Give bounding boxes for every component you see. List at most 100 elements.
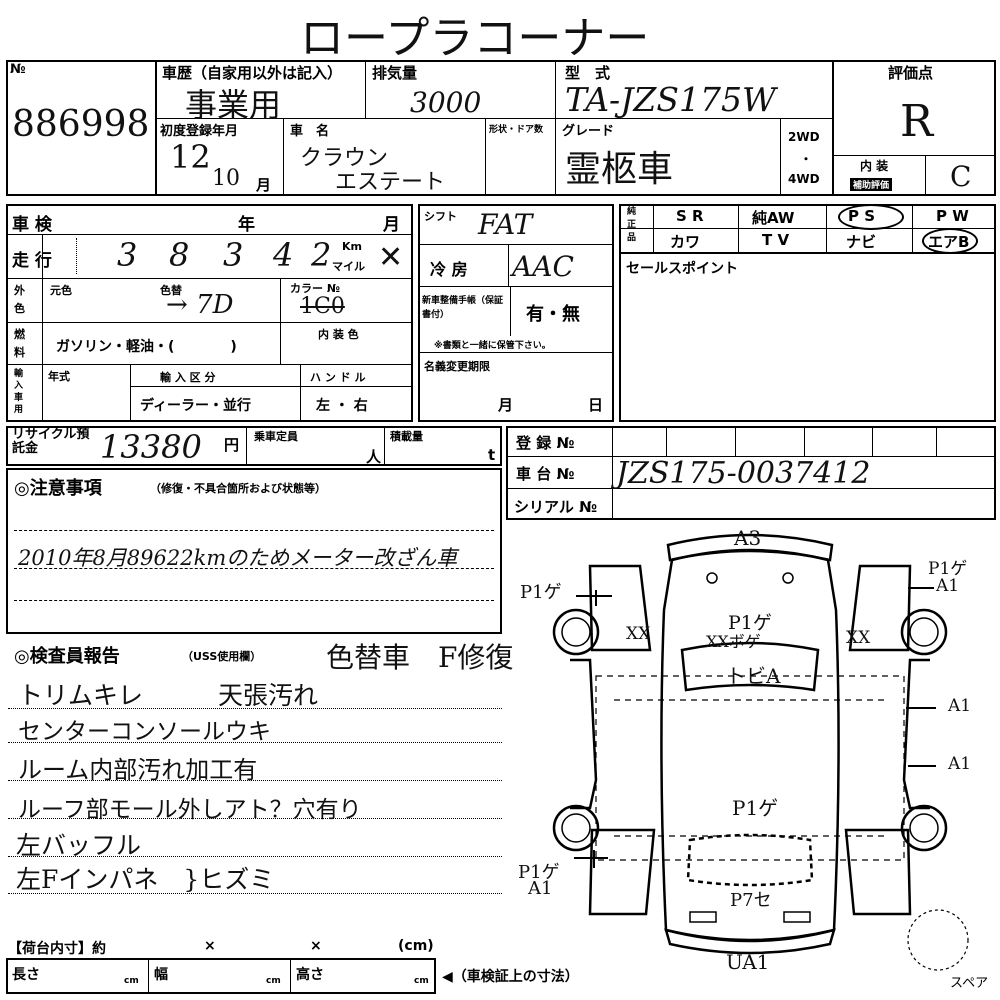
diag-label: P1ゲ [732, 796, 779, 820]
ac-value: AAC [512, 250, 574, 283]
grade-value: R [900, 96, 934, 147]
diag-label: XX [626, 624, 651, 644]
notes-subtitle: （修復・不具合箇所および状態等） [150, 482, 326, 495]
cargo-label: 【荷台内寸】約 [8, 941, 106, 957]
import-class-label: 輸 入 区 分 [160, 371, 216, 384]
color-change-label: 色替 [160, 284, 182, 297]
inspector-line: トリムキレ 天張汚れ [18, 681, 319, 710]
car-name-label: 車 名 [290, 124, 330, 139]
history-label: 車歴（自家用以外は記入） [162, 64, 343, 82]
fuel-label: 燃料 [14, 328, 25, 359]
orig-color-label: 元色 [50, 284, 72, 297]
inspector-line: センターコンソールウキ [18, 719, 271, 745]
top-block [6, 60, 996, 196]
wheel-front-left [552, 608, 600, 656]
cargo-x2: × [310, 938, 322, 954]
interior-color-label: 内 装 色 [318, 328, 359, 341]
first-reg-year: 12 [170, 138, 211, 176]
chassis-label: 車 台 № [516, 465, 575, 483]
mileage-label: 走 行 [12, 251, 52, 271]
recycle-unit: 円 [224, 436, 240, 454]
sales-point-label: セールスポイント [626, 261, 738, 277]
lot-number: 886998 [12, 104, 150, 145]
inspector-title: ◎検査員報告 [14, 646, 120, 667]
name-change-day: 日 [588, 396, 604, 414]
wheel-rear-left [552, 804, 600, 852]
handle-label: ハ ン ド ル [310, 371, 366, 384]
cargo-dims-box [6, 958, 436, 994]
displacement-label: 排気量 [372, 64, 418, 82]
equip-navi: ナビ [846, 233, 877, 251]
equip-aw: 純AW [752, 209, 795, 227]
inspector-line: ルーム内部汚れ加工有 [18, 756, 258, 784]
equip-sr: S R [676, 207, 704, 225]
shaken-label: 車 検 [12, 215, 52, 235]
cargo-cm: cm [266, 976, 281, 986]
car-name-2: エステート [335, 170, 446, 195]
equip-pw: P W [936, 207, 969, 225]
capacity-label: 乗車定員 [254, 430, 298, 443]
diag-label: UA1 [726, 950, 770, 974]
wheel-front-right [900, 608, 948, 656]
diag-label: A1 [948, 754, 972, 774]
history-value: 事業用 [185, 86, 282, 124]
notes-title: ◎注意事項 [14, 478, 102, 499]
mileage-digit: 4 [273, 236, 294, 274]
cargo-x1: × [204, 938, 216, 954]
mileage-digit: 2 [311, 236, 332, 274]
drive-4wd: 4WD [788, 172, 820, 186]
first-reg-month: 10 [212, 166, 240, 191]
right-rear-fender [844, 828, 912, 916]
km-label: Km [342, 240, 362, 253]
color-change-value: → 7D [166, 290, 234, 320]
load-unit: t [488, 446, 496, 464]
color-no-label: カラー № [290, 282, 341, 295]
left-rear-fender [588, 828, 656, 916]
left-door-panel [570, 658, 598, 810]
grade-label: グレード [562, 124, 615, 139]
mileage-digit: 3 [223, 236, 244, 274]
cargo-cm: cm [124, 976, 139, 986]
spare-tire [907, 909, 969, 971]
wheel-rear-right [900, 804, 948, 852]
notes-line-1: 2010年8月89622kmのためメーター改ざん車 [18, 546, 458, 570]
grade-title-label: 評価点 [888, 64, 934, 82]
name-change-month: 月 [498, 396, 514, 414]
cargo-length-label: 長さ [12, 967, 40, 983]
import-class-value: ディーラー・並行 [140, 398, 252, 414]
diag-label: トビA [726, 664, 781, 688]
cargo-cm: cm [414, 976, 429, 986]
equip-tv: T V [762, 231, 790, 249]
lot-label: № [10, 62, 26, 77]
diag-label: P1ゲ [728, 612, 772, 634]
ps-circle-mark [838, 204, 904, 230]
diag-label: XX [846, 628, 871, 648]
mileage-digits: 3 8 3 4 2 [76, 236, 333, 274]
diag-label: P1ゲ [518, 862, 560, 883]
manual-note: ※書類と一緒に保管下さい。 [434, 341, 551, 351]
manual-value: 有・無 [526, 304, 580, 325]
diag-label: P1ゲ [928, 559, 968, 579]
car-name-1: クラウン [300, 146, 389, 171]
handle-value: 左 ・ 右 [316, 398, 368, 414]
notes-block [6, 468, 502, 634]
front-bumper [666, 533, 834, 562]
grade-name: 霊柩車 [565, 149, 674, 190]
shift-value: FAT [478, 208, 533, 241]
diag-label: XXボゲ [706, 632, 761, 651]
cargo-height-label: 高さ [296, 967, 324, 983]
middle-block [418, 204, 614, 422]
equip-leather: カワ [670, 233, 701, 251]
model-label: 型 式 [565, 64, 611, 82]
diag-label: A3 [734, 526, 762, 550]
airbag-circle-mark [922, 228, 978, 254]
recycle-block [6, 426, 502, 466]
cargo-unit: (cm) [398, 938, 434, 954]
mileage-digit: 8 [169, 236, 190, 274]
first-reg-label: 初度登録年月 [160, 124, 239, 139]
shaken-month-label: 月 [383, 215, 400, 235]
name-change-label: 名義変更期限 [424, 360, 490, 373]
page-title: ロープラコーナー [300, 13, 650, 64]
diag-label: P1ゲ [520, 582, 562, 603]
